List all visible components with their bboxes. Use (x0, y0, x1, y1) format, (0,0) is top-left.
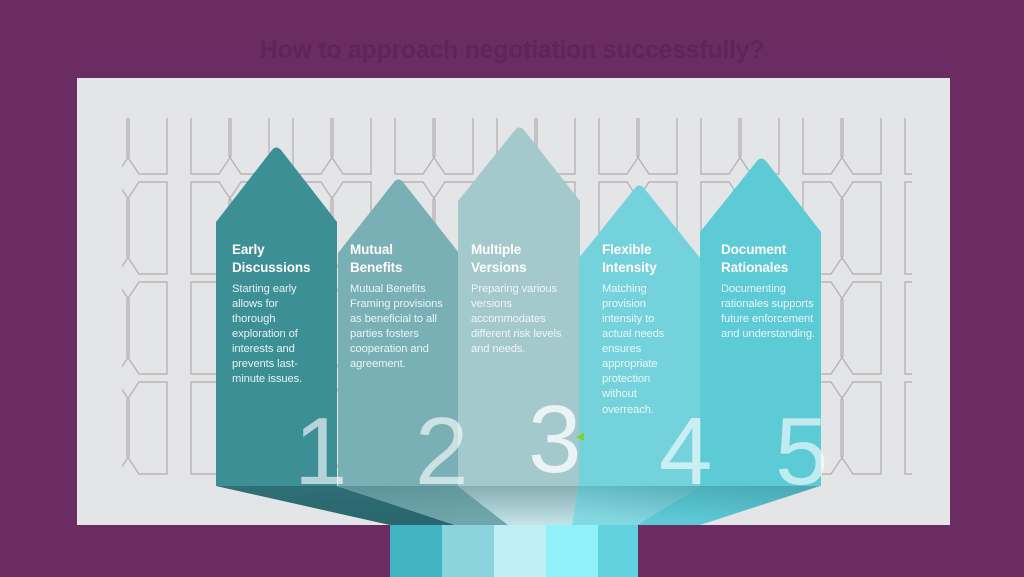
step-heading-5: Document Rationales (721, 242, 789, 275)
step-body-4: Matching provision intensity to actual n… (602, 282, 665, 416)
step-body-5: Documenting rationales supports future e… (721, 282, 815, 340)
step-heading-4: Flexible Intensity (602, 242, 657, 275)
step-card-5[interactable]: Document Rationales Documenting rational… (721, 241, 818, 342)
pillar-4[interactable] (579, 185, 700, 487)
step-heading-2: Mutual Benefits (350, 242, 403, 275)
step-body-3: Preparing various versions accommodates … (471, 282, 562, 356)
step-heading-3: Multiple Versions (471, 242, 527, 275)
pillar-2[interactable] (338, 179, 459, 487)
step-heading-1: Early Discussions (232, 242, 311, 275)
mouse-cursor-icon (576, 433, 584, 441)
step-card-1[interactable]: Early Discussions Starting early allows … (232, 241, 322, 387)
pillar-1[interactable] (216, 147, 337, 487)
step-card-2[interactable]: Mutual Benefits Mutual Benefits Framing … (350, 241, 445, 372)
step-body-1: Starting early allows for thorough explo… (232, 282, 303, 386)
pillar-5[interactable] (700, 158, 821, 487)
step-card-3[interactable]: Multiple Versions Preparing various vers… (471, 241, 566, 357)
step-card-4[interactable]: Flexible Intensity Matching provision in… (602, 241, 684, 418)
page-title: How to approach negotiation successfully… (259, 36, 765, 64)
step-body-2: Mutual Benefits Framing provisions as be… (350, 282, 443, 371)
pillar-3[interactable] (458, 127, 580, 487)
